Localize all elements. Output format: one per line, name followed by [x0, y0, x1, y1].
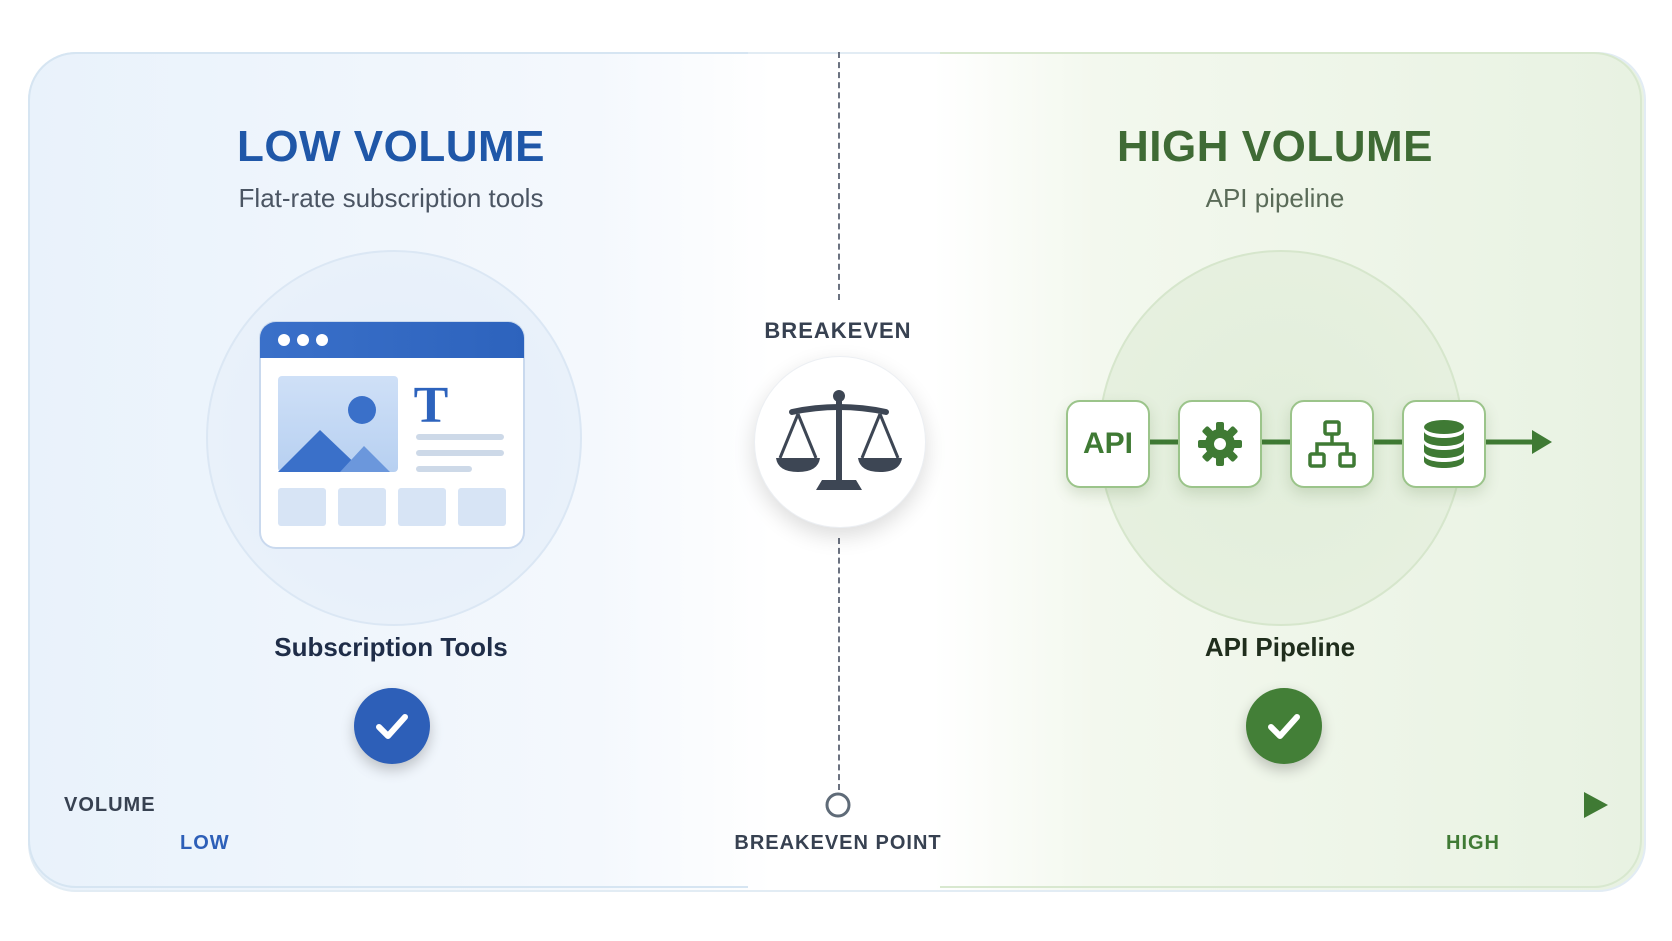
browser-window-icon: T	[259, 321, 525, 549]
breakeven-label: BREAKEVEN	[764, 318, 912, 343]
axis-high-label: HIGH	[1446, 832, 1500, 854]
processing-stage	[1178, 400, 1262, 488]
high-volume-subtitle: API pipeline	[1205, 183, 1345, 213]
balance-scale-icon	[776, 390, 902, 490]
low-volume-check-icon	[354, 688, 430, 764]
axis-breakeven-label: BREAKEVEN POINT	[734, 832, 942, 854]
volume-axis	[177, 792, 1608, 818]
high-volume-title: HIGH VOLUME	[1117, 122, 1433, 171]
api-stage: API	[1066, 400, 1150, 488]
api-pipeline-caption: API Pipeline	[1204, 632, 1356, 662]
high-volume-check-icon	[1246, 688, 1322, 764]
axis-low-label: LOW	[180, 832, 230, 854]
low-volume-subtitle: Flat-rate subscription tools	[238, 183, 544, 213]
database-stage	[1402, 400, 1486, 488]
pipeline-connectors	[1150, 430, 1552, 454]
hierarchy-icon	[1308, 420, 1356, 468]
volume-axis-label: VOLUME	[64, 794, 156, 816]
divider-top	[838, 52, 840, 300]
database-icon	[1424, 420, 1464, 468]
routing-stage	[1290, 400, 1374, 488]
divider-bottom	[838, 538, 840, 790]
api-stage-label: API	[1082, 427, 1133, 460]
gear-icon	[1198, 422, 1242, 466]
low-volume-title: LOW VOLUME	[236, 122, 546, 171]
subscription-tools-caption: Subscription Tools	[274, 632, 508, 662]
svg-text:T: T	[414, 377, 449, 434]
